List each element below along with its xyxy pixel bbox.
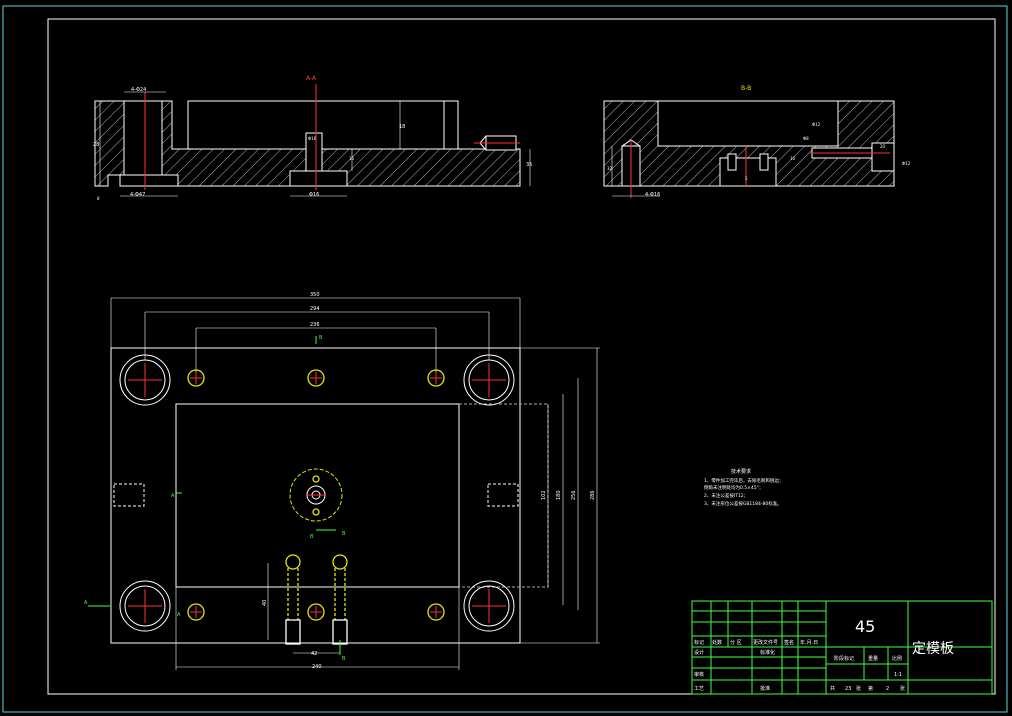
dim-aa-depth: 18: [399, 124, 405, 130]
section-bb-view: [603, 100, 895, 198]
part-name: 定模板: [912, 641, 954, 657]
tb-right-header-1: 重量: [868, 655, 878, 662]
tb-right-header-0: 阶段标记: [834, 655, 854, 662]
tb-sheet-0: 共: [830, 685, 835, 692]
tb-left-label-2: 工艺: [694, 686, 704, 692]
dim-aa-cbore: 4-Φ47: [130, 192, 145, 198]
dim-plan-overall: 350: [310, 292, 320, 298]
dim-plan-gate-spacing: 42: [311, 651, 317, 657]
dim-aa-ext: 8: [97, 196, 100, 201]
dim-bb-d: 10: [790, 156, 796, 161]
dim-bb-a: Φ12: [812, 122, 821, 127]
dim-bb-thk: 32: [607, 166, 613, 171]
title-block: [691, 600, 993, 695]
tb-sheet-1: 23: [845, 686, 851, 692]
dim-aa-bore: 4-Φ24: [131, 87, 146, 93]
dim-plan-height-a: 286: [590, 490, 596, 500]
dim-plan-gate-height: 40: [262, 600, 268, 606]
plan-view: [110, 297, 600, 670]
marker-a-left: A: [171, 493, 175, 499]
marker-b-center-r: B: [342, 531, 346, 537]
tb-mid-label-0: 标准化: [760, 649, 775, 656]
tb-mid-label-1: 批准: [760, 685, 770, 692]
dim-plan-inner: 294: [310, 306, 320, 312]
material-code: 45: [855, 617, 875, 636]
marker-a-far: A: [84, 600, 88, 606]
tb-row-label-4: 签名: [784, 639, 794, 646]
dim-bb-f: Φ12: [902, 161, 911, 166]
tb-sheet-5: 张: [900, 685, 905, 692]
plan-centerlines: [128, 363, 506, 623]
dim-aa-ring: Φ16: [309, 192, 319, 198]
marker-b-center-l: B: [310, 534, 314, 540]
tb-row-label-0: 标记: [694, 639, 704, 646]
dim-aa-height: 28: [93, 142, 99, 148]
dim-aa-thk: 35: [526, 162, 532, 168]
plan-small-holes: [187, 369, 445, 645]
dim-plan-bottom: 240: [312, 664, 322, 670]
marker-b-top: B: [319, 335, 323, 341]
tb-row-label-2: 分 区: [730, 639, 742, 646]
tb-right-header-2: 比例: [892, 655, 902, 662]
notes-heading: 技术要求: [731, 468, 751, 475]
tb-row-label-5: 年.月.日: [800, 639, 818, 646]
plan-section-lines: [88, 336, 341, 655]
dim-bb-b: Φ8: [803, 136, 809, 141]
tb-sheet-2: 张: [856, 685, 861, 692]
dim-plan-height-c: 180: [556, 490, 562, 500]
dim-aa-sprue: Φ16: [308, 136, 317, 141]
notes-line-4: 3、未注形位公差按GB1184-80标准。: [704, 500, 782, 507]
dim-plan-height-b: 256: [571, 490, 577, 500]
tb-sheet-4: 2: [886, 686, 889, 692]
marker-a-left2: A: [177, 612, 181, 618]
dim-bb-e: 20: [880, 144, 886, 149]
dim-bb-holes: 4-Φ16: [645, 192, 660, 198]
dim-plan-height-d: 102: [541, 490, 547, 500]
tb-row-label-1: 处数: [712, 639, 722, 646]
tb-left-label-1: 审核: [694, 671, 704, 678]
dim-bb-c: 5: [745, 176, 748, 181]
notes-line-1: 1、零件加工完毕后，去除毛刺和锐边；: [704, 477, 783, 484]
dim-aa-step: 15: [349, 156, 355, 161]
notes-line-3: 2、未注公差按IT12；: [704, 492, 748, 499]
outer-frame: [2, 5, 1008, 713]
inner-frame: [47, 18, 996, 695]
tb-left-label-0: 设计: [694, 649, 704, 656]
scale-value: 1:1: [894, 672, 902, 678]
section-aa-view: [94, 84, 531, 197]
dim-plan-holes: 236: [310, 322, 320, 328]
tb-row-label-3: 更改文件号: [753, 639, 778, 646]
section-aa-label: A-A: [306, 75, 317, 82]
tb-sheet-3: 第: [868, 685, 873, 692]
marker-b-bottom: B: [342, 656, 346, 662]
notes-line-2: 倒角未注明处均为0.5×45°；: [704, 484, 763, 491]
section-bb-label: B-B: [741, 85, 751, 92]
